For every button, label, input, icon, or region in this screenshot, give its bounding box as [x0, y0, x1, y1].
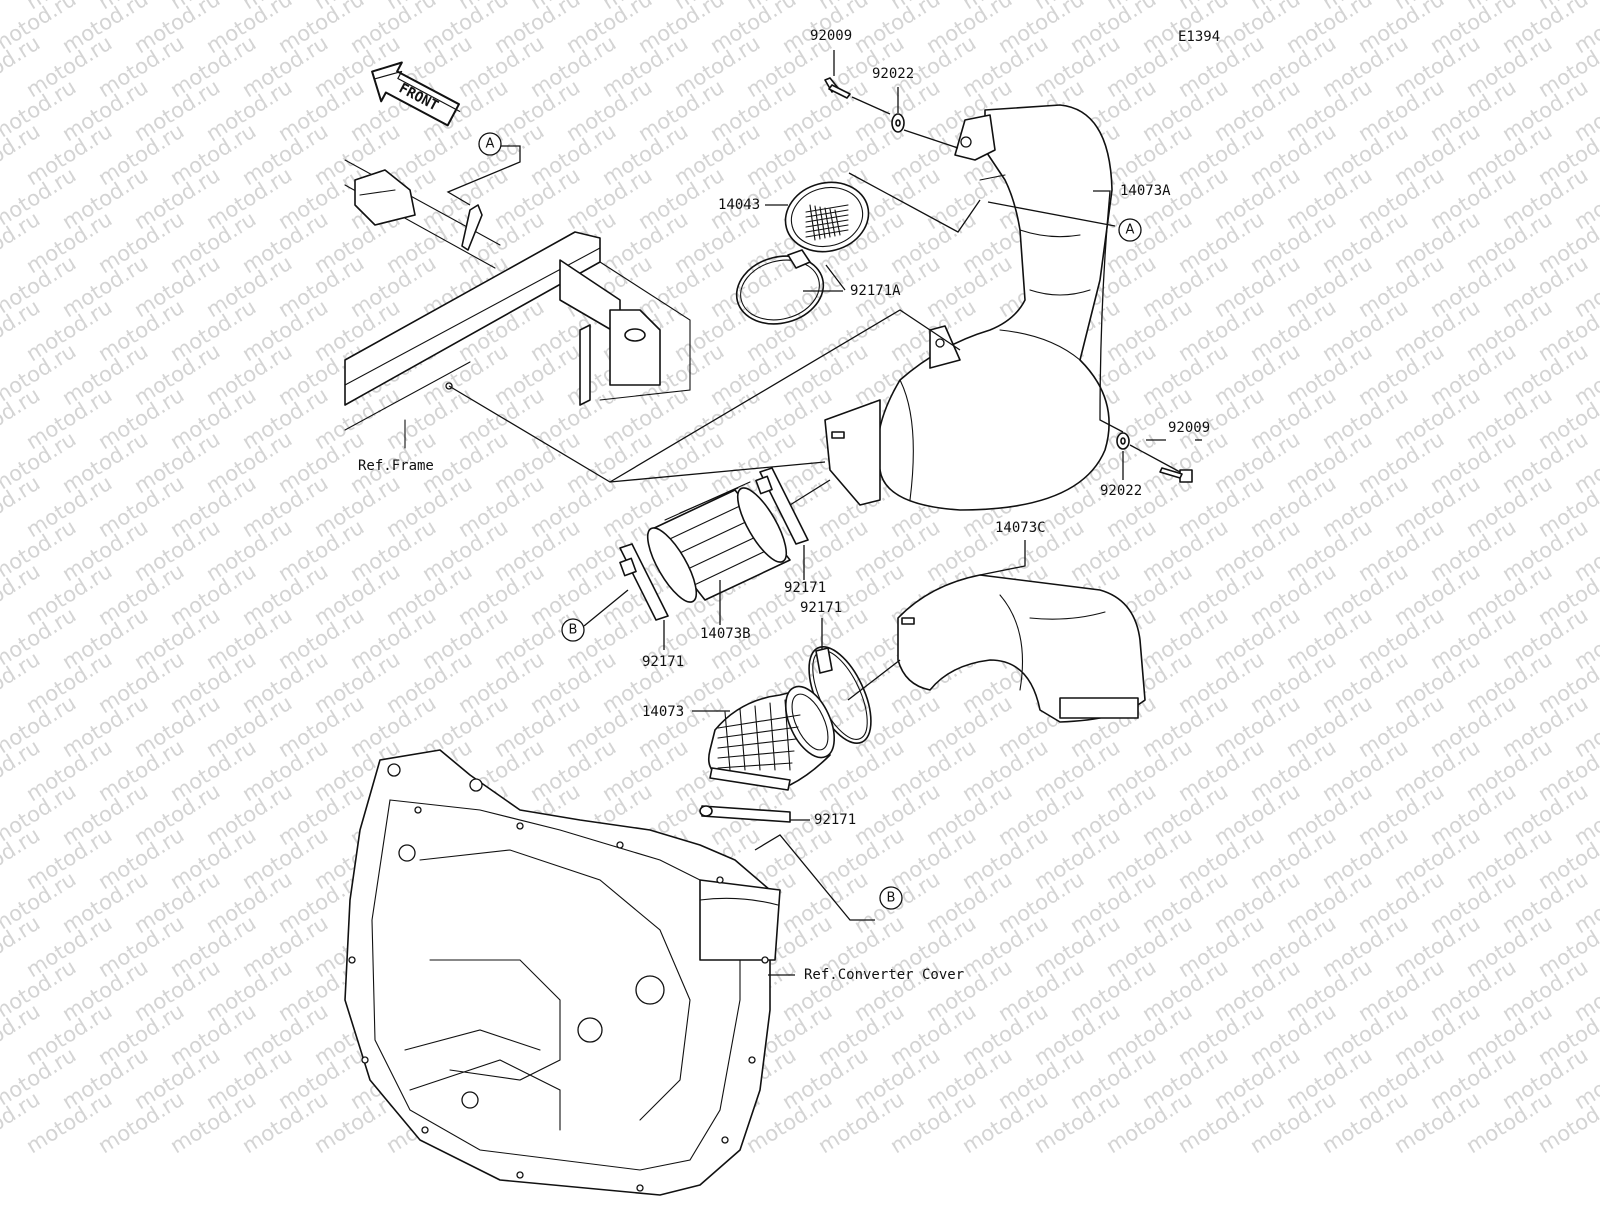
svg-text:A: A	[486, 137, 495, 152]
callout-b-left: B	[561, 618, 585, 642]
label-14073C: 14073C	[995, 520, 1046, 536]
callout-b-bottom: B	[879, 886, 903, 910]
label-92171-d: 92171	[814, 812, 856, 828]
duct-14073A	[824, 104, 1113, 511]
label-14073: 14073	[642, 704, 684, 720]
label-92171-a: 92171	[784, 580, 826, 596]
ref-frame-label: Ref.Frame	[358, 458, 434, 474]
clamp-92171-d	[699, 805, 791, 823]
boot-14073B	[646, 481, 791, 603]
bolt-92009-top	[824, 77, 851, 99]
clamp-92171-b	[619, 543, 669, 621]
label-14043: 14043	[718, 197, 760, 213]
label-92022-right: 92022	[1100, 483, 1142, 499]
label-92171A: 92171A	[850, 283, 901, 299]
svg-text:B: B	[887, 891, 896, 906]
label-92171-c: 92171	[800, 600, 842, 616]
clamp-92171-a	[755, 467, 809, 545]
callout-a-right: A	[1118, 218, 1142, 242]
leader-lines	[446, 50, 1202, 976]
svg-text:B: B	[569, 623, 578, 638]
label-14073B: 14073B	[700, 626, 751, 642]
callout-a-top: A	[478, 132, 502, 156]
duct-14073	[707, 685, 836, 791]
label-92171-b: 92171	[642, 654, 684, 670]
svg-text:A: A	[1126, 223, 1135, 238]
ref-converter-cover-label: Ref.Converter Cover	[804, 967, 964, 983]
label-92022-top: 92022	[872, 66, 914, 82]
diagram-code: E1394	[1178, 29, 1220, 45]
clamp-92171A	[735, 249, 825, 325]
front-direction-arrow: FRONT	[371, 61, 461, 127]
screen-14043	[784, 181, 870, 253]
washer-92022-top	[891, 113, 905, 133]
label-92009-right: 92009	[1168, 420, 1210, 436]
bolt-92009-right	[1159, 467, 1193, 483]
converter-cover-reference	[344, 749, 781, 1196]
frame-reference	[344, 159, 691, 449]
label-14073A: 14073A	[1120, 183, 1171, 199]
label-92009-top: 92009	[810, 28, 852, 44]
washer-92022-right	[1116, 432, 1130, 450]
